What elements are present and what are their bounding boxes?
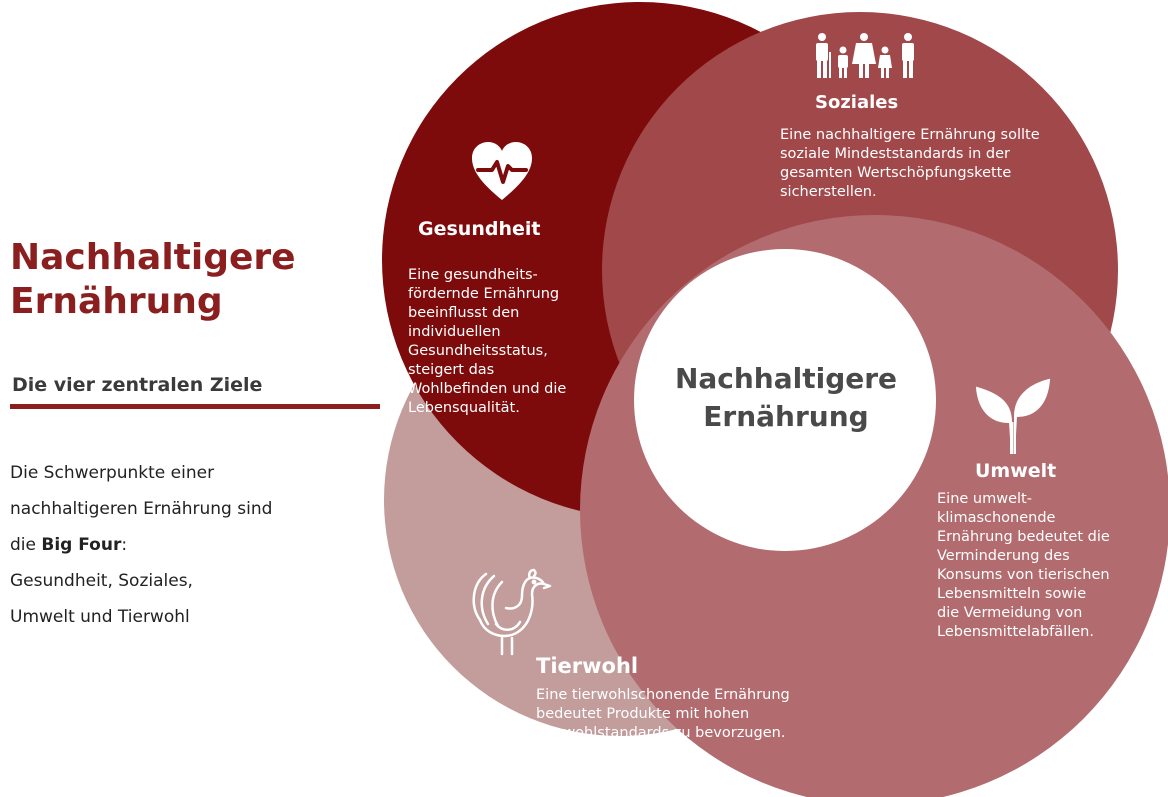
- gesundheit-line: Lebensqualität.: [408, 400, 520, 416]
- sprout-icon: [975, 378, 1051, 454]
- gesundheit-line: beeinflusst den: [408, 305, 520, 321]
- heart-pulse-icon: [472, 142, 532, 200]
- umwelt-line: Konsums von tierischen: [937, 567, 1110, 583]
- gesundheit-text: Eine gesundheits- fördernde Ernährung be…: [408, 266, 566, 418]
- tierwohl-line: Eine tierwohlschonende Ernährung: [536, 687, 790, 703]
- intro-suffix: :: [121, 535, 128, 555]
- gesundheit-line: individuellen: [408, 324, 501, 340]
- chicken-icon: [472, 568, 552, 656]
- umwelt-line: Eine umwelt-: [937, 491, 1032, 507]
- gesundheit-line: steigert das: [408, 362, 495, 378]
- center-circle: [634, 249, 936, 551]
- umwelt-line: Verminderung des: [937, 548, 1070, 564]
- gesundheit-line: Gesundheitsstatus,: [408, 343, 548, 359]
- soziales-line: soziale Mindeststandards in der: [780, 146, 1010, 162]
- gesundheit-title: Gesundheit: [418, 218, 541, 240]
- gesundheit-line: fördernde Ernährung: [408, 286, 560, 302]
- umwelt-line: Ernährung bedeutet die: [937, 529, 1110, 545]
- soziales-line: sicherstellen.: [780, 184, 877, 200]
- intro-line: Gesundheit, Soziales,: [10, 571, 193, 591]
- soziales-title: Soziales: [815, 92, 899, 113]
- subtitle-divider: [10, 404, 380, 409]
- soziales-text: Eine nachhaltigere Ernährung sollte sozi…: [780, 126, 1040, 202]
- soziales-line: Eine nachhaltigere Ernährung sollte: [780, 127, 1040, 143]
- umwelt-title: Umwelt: [975, 460, 1057, 482]
- intro-text: Die Schwerpunkte einer nachhaltigeren Er…: [10, 455, 370, 635]
- page-title-line1: Nachhaltigere: [10, 237, 296, 278]
- intro-line: Die Schwerpunkte einer: [10, 463, 215, 483]
- page-title-line2: Ernährung: [10, 281, 223, 322]
- umwelt-line: klimaschonende: [937, 510, 1056, 526]
- page-title: Nachhaltigere Ernährung: [10, 236, 296, 324]
- big-four-emphasis: Big Four: [41, 535, 122, 555]
- center-label-line1: Nachhaltigere: [674, 362, 898, 395]
- family-icon: [816, 33, 914, 78]
- intro-line: Umwelt und Tierwohl: [10, 607, 190, 627]
- page-subtitle: Die vier zentralen Ziele: [12, 374, 263, 396]
- center-label: Nachhaltigere Ernährung: [636, 360, 936, 436]
- intro-line: die Big Four:: [10, 527, 370, 563]
- center-label-line2: Ernährung: [703, 400, 869, 433]
- umwelt-line: die Vermeidung von: [937, 605, 1083, 621]
- gesundheit-line: Eine gesundheits-: [408, 267, 538, 283]
- intro-line: nachhaltigeren Ernährung sind: [10, 499, 273, 519]
- tierwohl-line: bedeutet Produkte mit hohen: [536, 706, 750, 722]
- soziales-line: gesamten Wertschöpfungskette: [780, 165, 1012, 181]
- intro-prefix: die: [10, 535, 42, 555]
- umwelt-text: Eine umwelt- klimaschonende Ernährung be…: [937, 490, 1110, 642]
- umwelt-line: Lebensmittelabfällen.: [937, 624, 1094, 640]
- umwelt-line: Lebensmitteln sowie: [937, 586, 1087, 602]
- tierwohl-line: Tierwohlstandards zu bevorzugen.: [536, 725, 786, 741]
- tierwohl-title: Tierwohl: [536, 654, 639, 678]
- tierwohl-text: Eine tierwohlschonende Ernährung bedeute…: [536, 686, 790, 743]
- gesundheit-line: Wohlbefinden und die: [408, 381, 567, 397]
